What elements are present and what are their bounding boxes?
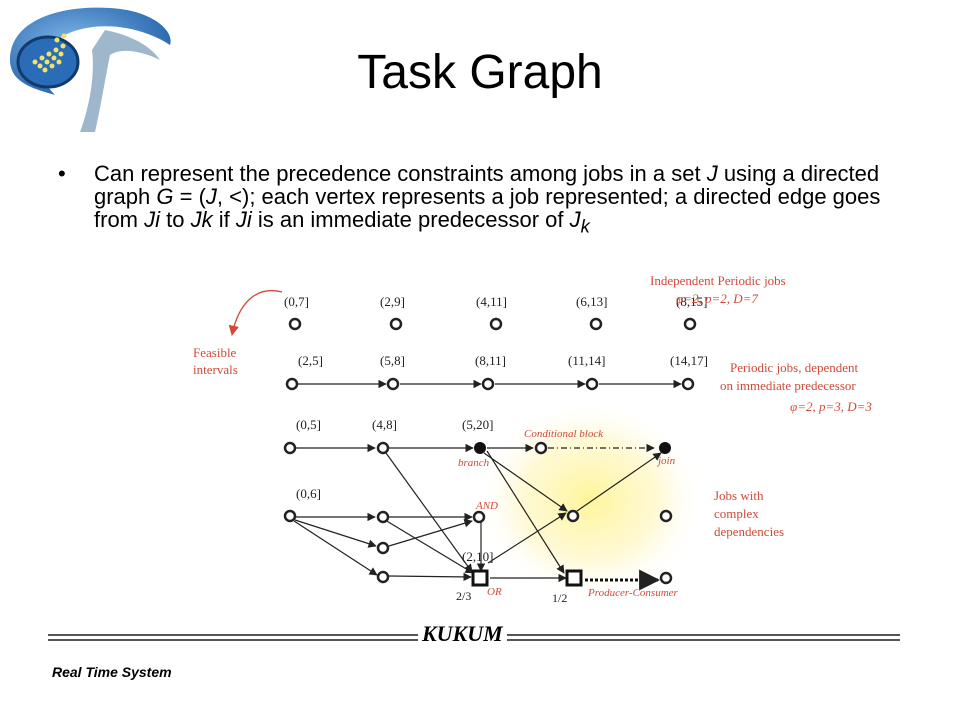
interval-label: (5,20] bbox=[462, 417, 493, 432]
job-node bbox=[376, 441, 390, 455]
job-node bbox=[376, 541, 390, 555]
or-interval-label: (2,10] bbox=[462, 549, 493, 564]
conditional-block-label: Conditional block bbox=[524, 428, 604, 440]
job-node bbox=[585, 377, 599, 391]
job-node bbox=[283, 441, 297, 455]
job-node bbox=[283, 509, 297, 523]
job-node bbox=[288, 317, 302, 331]
job-node bbox=[389, 317, 403, 331]
ratio-1-2: 1/2 bbox=[552, 591, 567, 605]
and-label: AND bbox=[475, 500, 498, 512]
interval-label: (8,15] bbox=[676, 294, 707, 309]
interval-label: (8,11] bbox=[475, 353, 506, 368]
slide-title: Task Graph bbox=[357, 46, 603, 99]
ratio-2-3: 2/3 bbox=[456, 589, 471, 603]
branch-label: branch bbox=[458, 457, 490, 469]
job-node bbox=[481, 377, 495, 391]
bullet-text: Can represent the precedence constraints… bbox=[94, 161, 881, 237]
conditional-node bbox=[566, 509, 580, 523]
footer-brand: KUKUM bbox=[418, 621, 507, 647]
branch-node bbox=[474, 442, 486, 454]
job-node bbox=[659, 571, 673, 585]
footer-course-title: Real Time System bbox=[52, 664, 172, 680]
interval-label: (4,8] bbox=[372, 417, 397, 432]
interval-label: (0,7] bbox=[284, 294, 309, 309]
interval-label: (0,6] bbox=[296, 486, 321, 501]
note-complex-dependencies: Jobs with complex dependencies bbox=[714, 488, 784, 539]
producer-consumer-node bbox=[565, 569, 583, 587]
job-node bbox=[376, 570, 390, 584]
interval-label: (4,11] bbox=[476, 294, 507, 309]
interval-label: (2,5] bbox=[298, 353, 323, 368]
feasible-intervals-label: Feasible intervals bbox=[193, 345, 240, 377]
producer-consumer-label: Producer-Consumer bbox=[587, 587, 679, 599]
job-node bbox=[681, 377, 695, 391]
join-node bbox=[659, 442, 671, 454]
or-node bbox=[471, 569, 489, 587]
join-label: join bbox=[656, 455, 676, 467]
note-independent-jobs: Independent Periodic jobs φ=2, p=2, D=7 bbox=[650, 273, 789, 306]
interval-label: (14,17] bbox=[670, 353, 708, 368]
note-periodic-dependent: Periodic jobs, dependent on immediate pr… bbox=[720, 360, 872, 414]
interval-label: (0,5] bbox=[296, 417, 321, 432]
job-node bbox=[376, 510, 390, 524]
or-label: OR bbox=[487, 586, 502, 598]
interval-label: (2,9] bbox=[380, 294, 405, 309]
and-node bbox=[472, 510, 486, 524]
interval-label: (6,13] bbox=[576, 294, 607, 309]
job-node bbox=[683, 317, 697, 331]
job-node bbox=[589, 317, 603, 331]
job-node bbox=[285, 377, 299, 391]
kukum-logo bbox=[10, 7, 171, 132]
task-graph-diagram: (0,7] (2,9] (4,11] (6,13] (8,15] Feasibl… bbox=[193, 273, 872, 605]
job-node bbox=[659, 509, 673, 523]
job-node bbox=[386, 377, 400, 391]
feasible-pointer-arrow bbox=[228, 290, 283, 337]
row-independent-jobs: (0,7] (2,9] (4,11] (6,13] (8,15] bbox=[284, 294, 707, 309]
conditional-node bbox=[534, 441, 548, 455]
bullet-dot-icon: • bbox=[58, 161, 66, 186]
interval-label: (11,14] bbox=[568, 353, 605, 368]
interval-label: (5,8] bbox=[380, 353, 405, 368]
job-node bbox=[489, 317, 503, 331]
